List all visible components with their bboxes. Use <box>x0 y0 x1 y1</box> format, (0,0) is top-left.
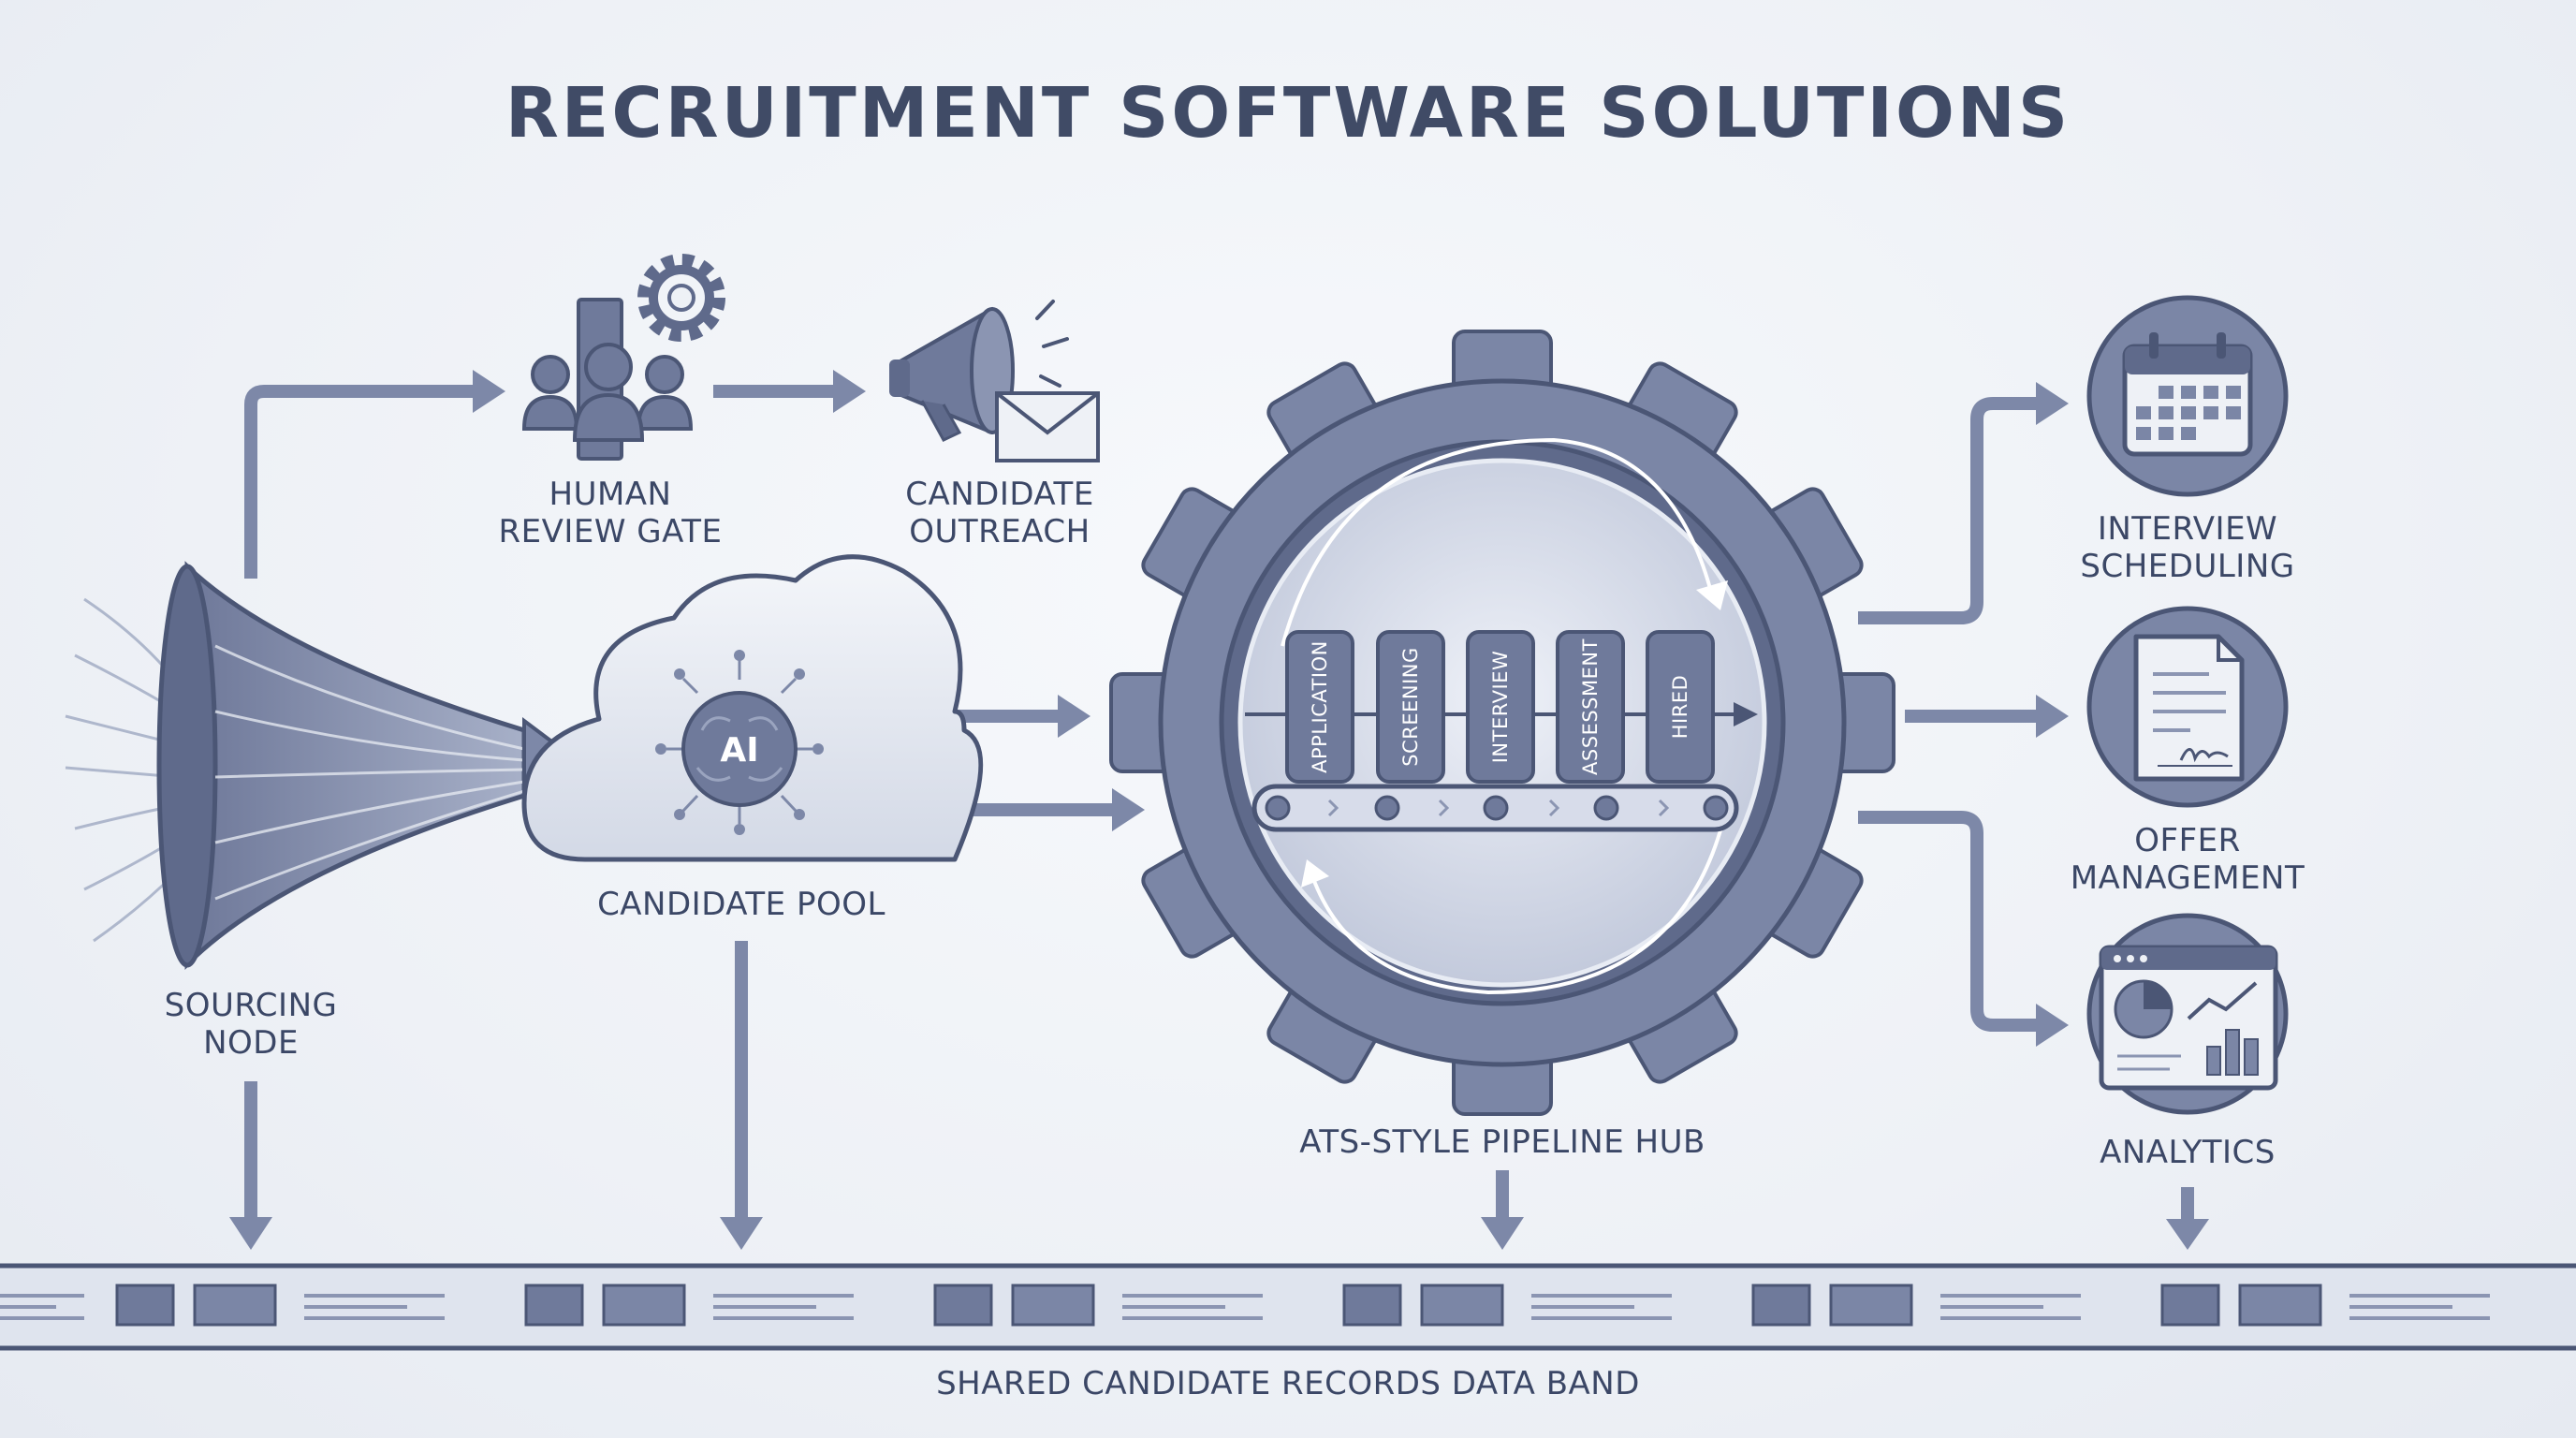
candidate-outreach-label: CANDIDATE OUTREACH <box>859 476 1140 550</box>
record-block <box>933 1284 993 1327</box>
label-line: CANDIDATE <box>905 476 1094 513</box>
interview-scheduling-icon <box>2086 295 2289 497</box>
label-line: INTERVIEW <box>2097 510 2278 548</box>
record-block <box>1342 1284 1402 1327</box>
calendar-icon <box>2122 332 2253 457</box>
arrow-hub-to-analytics <box>1858 811 2036 1032</box>
candidate-pool-label: CANDIDATE POOL <box>597 886 886 923</box>
cycle-arrow-top <box>1281 437 1715 647</box>
arrow-head <box>1112 788 1145 831</box>
arrow-head <box>720 1217 763 1250</box>
pipeline-stage-application: APPLICATION <box>1285 630 1354 784</box>
arrow-head <box>2166 1219 2209 1250</box>
arrow-head <box>229 1217 272 1250</box>
stage-label: INTERVIEW <box>1489 651 1512 764</box>
stage-label: APPLICATION <box>1309 640 1331 773</box>
label-line: REVIEW GATE <box>498 513 723 550</box>
candidate-outreach-icon <box>889 300 1100 462</box>
record-block <box>1420 1284 1504 1327</box>
funnel-horn-icon <box>184 561 527 971</box>
record-block <box>1829 1284 1913 1327</box>
offer-management-icon <box>2086 606 2289 808</box>
arrow-head <box>1301 859 1329 888</box>
label-line: HUMAN <box>549 476 672 513</box>
arrow-head <box>1696 580 1728 610</box>
data-band-records <box>0 1284 2490 1327</box>
cycle-arrow-bottom <box>1309 823 1724 995</box>
arrow-head <box>1481 1217 1524 1250</box>
shared-data-band <box>0 1263 2576 1351</box>
people-group-icon <box>521 343 694 442</box>
record-block <box>602 1284 686 1327</box>
sourcing-node <box>65 561 584 971</box>
arrow-head <box>2036 382 2069 425</box>
interview-scheduling-label: INTERVIEW SCHEDULING <box>2038 510 2337 585</box>
data-band-label: SHARED CANDIDATE RECORDS DATA BAND <box>936 1365 1640 1402</box>
analytics-icon <box>2086 913 2289 1115</box>
record-block <box>2160 1284 2220 1327</box>
pipeline-stage-assessment: ASSESSMENT <box>1556 630 1625 784</box>
arrow-head <box>1058 695 1090 738</box>
analytics-label: ANALYTICS <box>2100 1134 2276 1171</box>
record-block <box>1751 1284 1811 1327</box>
pipeline-stage-interview: INTERVIEW <box>1466 630 1535 784</box>
pipeline-stage-screening: SCREENING <box>1376 630 1445 784</box>
sourcing-node-label: SOURCING NODE <box>120 987 382 1062</box>
pipeline-hub-label: ATS-STYLE PIPELINE HUB <box>1299 1123 1705 1161</box>
arrow-head <box>1734 702 1758 726</box>
record-block <box>524 1284 584 1327</box>
label-line: SCHEDULING <box>2080 548 2295 585</box>
arrow-head <box>473 370 505 413</box>
ai-badge-text: AI <box>720 731 758 770</box>
flow-arrows <box>229 370 2209 1250</box>
arrow-head <box>2036 1004 2069 1047</box>
ai-brain-icon: AI <box>655 650 824 835</box>
candidate-pool-cloud: AI <box>521 554 984 862</box>
label-line: OUTREACH <box>909 513 1090 550</box>
record-block <box>115 1284 175 1327</box>
envelope-icon <box>995 391 1100 462</box>
label-line: SOURCING <box>164 987 338 1024</box>
record-block <box>193 1284 277 1327</box>
record-block <box>1011 1284 1095 1327</box>
arrow-hub-to-scheduling <box>1858 397 2036 624</box>
label-line: MANAGEMENT <box>2070 859 2305 897</box>
human-review-gate-label: HUMAN REVIEW GATE <box>479 476 741 550</box>
arrow-head <box>833 370 866 413</box>
stage-label: ASSESSMENT <box>1579 638 1602 775</box>
record-block <box>2238 1284 2322 1327</box>
document-signature-icon <box>2133 634 2245 782</box>
dashboard-chart-icon <box>2099 945 2278 1091</box>
stage-label: SCREENING <box>1399 647 1422 767</box>
arrow-head <box>2036 695 2069 738</box>
pipeline-stage-hired: HIRED <box>1646 630 1715 784</box>
pipeline-hub-gear: APPLICATION SCREENING INTERVIEW ASSESSME… <box>1109 330 1895 1116</box>
arrow-sourcing-to-review <box>244 385 473 579</box>
gear-icon <box>637 254 725 342</box>
stage-label: HIRED <box>1669 675 1691 740</box>
conveyor-belt <box>1251 784 1739 832</box>
funnel-mouth <box>156 564 218 968</box>
offer-management-label: OFFER MANAGEMENT <box>2038 822 2337 897</box>
label-line: OFFER <box>2134 822 2241 859</box>
human-review-gate-icon <box>521 254 725 461</box>
funnel-streamlines <box>214 644 525 901</box>
label-line: NODE <box>203 1024 299 1062</box>
page-title: RECRUITMENT SOFTWARE SOLUTIONS <box>505 73 2071 154</box>
